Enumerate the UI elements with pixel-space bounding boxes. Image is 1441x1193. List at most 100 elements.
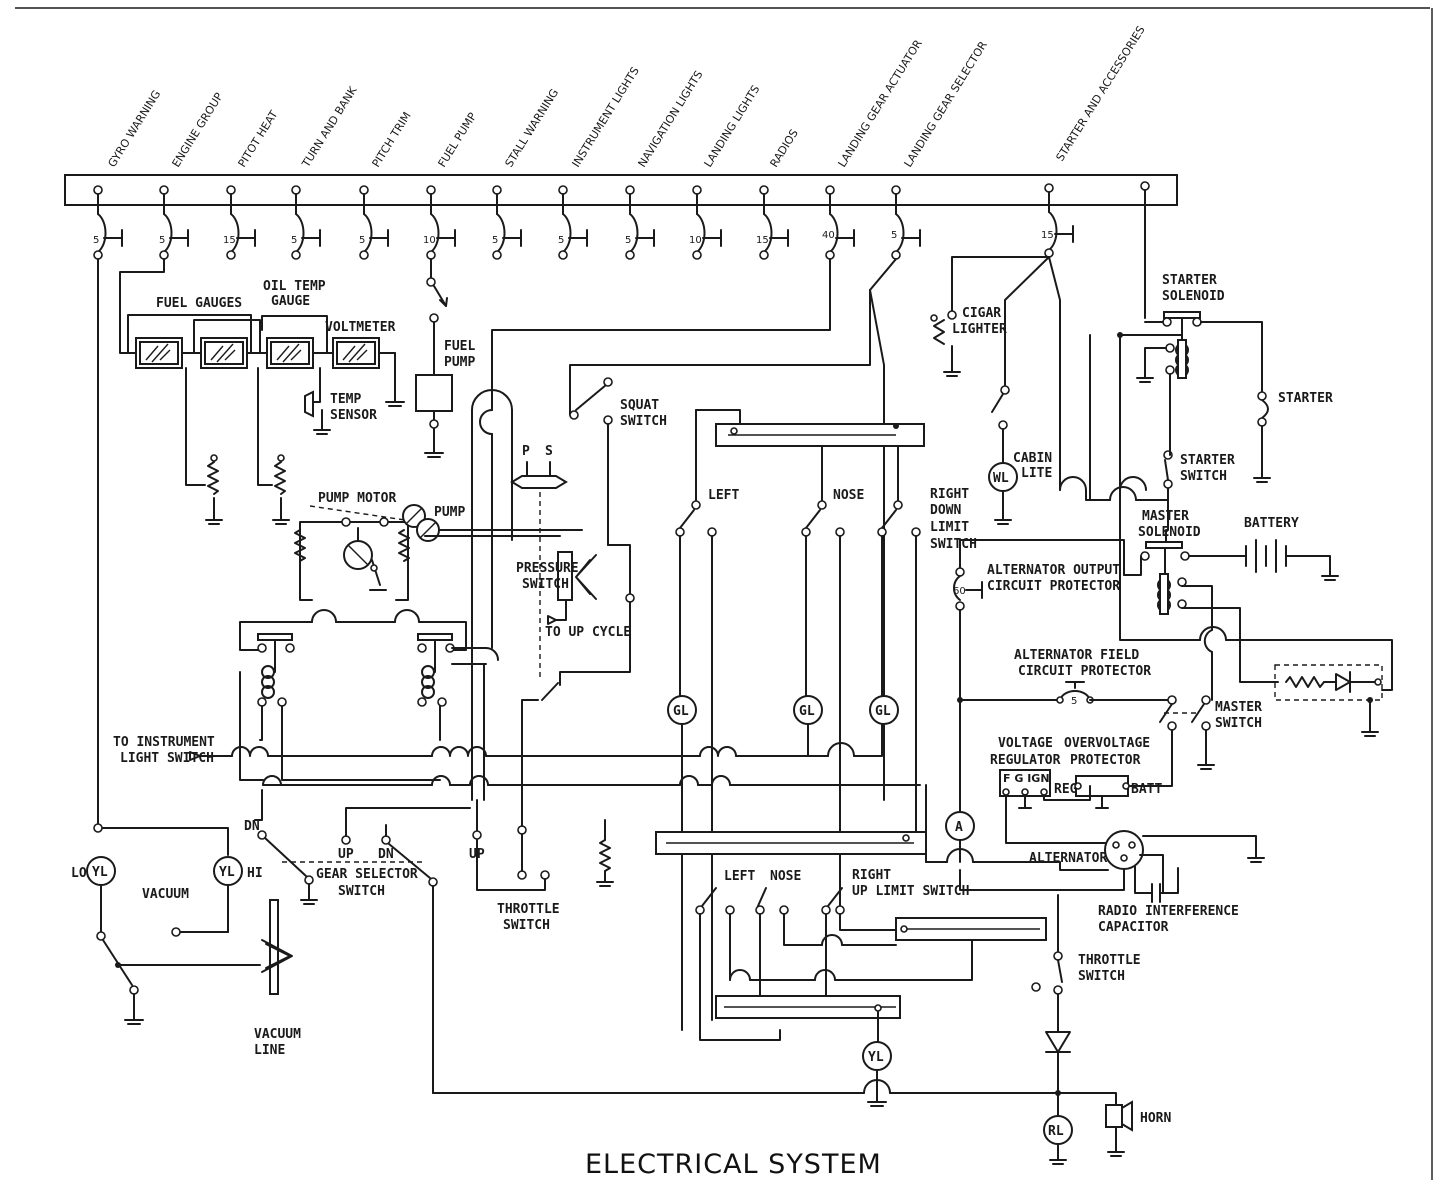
breaker-rating: 40 (822, 230, 835, 241)
temp-sensor-label: TEMP (330, 392, 361, 407)
radio-capacitor-label: RADIO INTERFERENCE (1098, 904, 1239, 919)
right-down-label: RIGHT (930, 487, 969, 502)
temp-sensor (304, 390, 314, 418)
nose-up-label: NOSE (770, 869, 801, 884)
gear-control-wiring: SQUAT SWITCH P S PRESSURE SWITCH TO UP C… (471, 258, 897, 801)
vreg-label-2: REGULATOR (990, 753, 1061, 768)
gear-relay-right-coil (421, 665, 435, 699)
breaker-rating: 15 (1041, 230, 1054, 241)
cigar-lighter-label: CIGAR (962, 306, 1001, 321)
voltmeter-label: VOLTMETER (325, 320, 396, 335)
starter-solenoid-label: STARTER (1162, 273, 1217, 288)
diagram-title: ELECTRICAL SYSTEM (585, 1149, 882, 1180)
gear-limit-switches: LEFT NOSE RIGHT DOWN LIMIT SWITCH GL GL … (596, 409, 1047, 1107)
bus-label: LANDING LIGHTS (702, 83, 763, 170)
gear-selector-circuit: DN UP DN GEAR SELECTOR SWITCH (244, 789, 1059, 1094)
master-solenoid-label-2: SOLENOID (1138, 525, 1201, 540)
nose-down-label: NOSE (833, 488, 864, 503)
vacuum-line-label: VACUUM (254, 1027, 301, 1042)
breaker-rating: 10 (423, 235, 436, 246)
to-up-cycle-label: TO UP CYCLE (545, 625, 631, 640)
gear-selector-label: GEAR SELECTOR (316, 867, 418, 882)
breaker-rating: 5 (891, 230, 897, 241)
bus-circuits: GYRO WARNING 5 ENGINE GROUP 5 PITOT HEAT… (93, 24, 1150, 260)
temp-sensor-label-2: SENSOR (330, 408, 377, 423)
breaker-rating: 5 (359, 235, 365, 246)
wl-text: WL (993, 471, 1009, 486)
breaker-rating: 15 (223, 235, 236, 246)
vacuum-line-label-2: LINE (254, 1043, 285, 1058)
pump-motor-circuit: PUMP MOTOR PUMP (294, 491, 583, 601)
vacuum-circuit: YL LO YL HI VACUUM VACUUM LINE (71, 258, 301, 1058)
bus-feed-terminal (1140, 181, 1150, 191)
breaker-rating: 15 (756, 235, 769, 246)
dn-label: DN (378, 847, 394, 862)
oil-temp-label-2: GAUGE (271, 294, 310, 309)
horn-diode (1045, 1031, 1071, 1053)
right-down-label-3: LIMIT (930, 520, 969, 535)
pump-motor-label: PUMP MOTOR (318, 491, 396, 506)
alternator-circuit: 60 ALTERNATOR OUTPUT CIRCUIT PROTECTOR 5… (925, 539, 1265, 1165)
ovp-label-2: PROTECTOR (1070, 753, 1141, 768)
breaker-rating: 5 (625, 235, 631, 246)
instrument-light-run: TO INSTRUMENT LIGHT SWITCH (113, 721, 921, 786)
gear-selector-label-2: SWITCH (338, 884, 385, 899)
pressure-switch (557, 551, 573, 601)
up-label: UP (338, 847, 354, 862)
gear-relays (239, 609, 487, 781)
starter-solenoid-label-2: SOLENOID (1162, 289, 1225, 304)
pressure-switch-label-2: SWITCH (522, 577, 569, 592)
squat-switch-label-2: SWITCH (620, 414, 667, 429)
vacuum-label: VACUUM (142, 887, 189, 902)
radio-capacitor-label-2: CAPACITOR (1098, 920, 1169, 935)
throttle-label-2: SWITCH (503, 918, 550, 933)
breaker-rating: 5 (93, 235, 99, 246)
bus-label: INSTRUMENT LIGHTS (570, 65, 642, 170)
pressure-switch-label: PRESSURE (516, 561, 579, 576)
bus-label: STALL WARNING (503, 87, 562, 170)
starter-switch-label-2: SWITCH (1180, 469, 1227, 484)
throttle-right-label: THROTTLE (1078, 953, 1141, 968)
circuit-turn-and-bank: TURN AND BANK 5 (291, 84, 360, 260)
to-instrument-label: TO INSTRUMENT (113, 735, 215, 750)
master-solenoid-contact (1145, 541, 1183, 549)
throttle-switch-left: UP THROTTLE SWITCH (469, 699, 560, 933)
battery-label: BATTERY (1244, 516, 1299, 531)
cabin-lite-label: CABIN (1013, 451, 1052, 466)
alt-field-label: ALTERNATOR FIELD (1014, 648, 1139, 663)
horn (1105, 1104, 1123, 1128)
starter-label: STARTER (1278, 391, 1333, 406)
circuit-landing-lights: LANDING LIGHTS 10 (689, 83, 763, 260)
alt-field-rating: 5 (1071, 696, 1077, 707)
rl-text: RL (1048, 1124, 1064, 1139)
cigar-lighter-label-2: LIGHTER (952, 322, 1007, 337)
circuit-starter-and-accessories: STARTER AND ACCESSORIES 15 (1041, 24, 1148, 258)
horn-label: HORN (1140, 1111, 1171, 1126)
breaker-rating: 10 (689, 235, 702, 246)
ammeter-text: A (955, 820, 963, 835)
yl-hi-text: YL (219, 865, 235, 880)
right-up-label: RIGHT (852, 868, 891, 883)
alternator-label: ALTERNATOR (1029, 851, 1107, 866)
cabin-lite-label-2: LITE (1021, 466, 1052, 481)
master-switch-label-2: SWITCH (1215, 716, 1262, 731)
alt-field-label-2: CIRCUIT PROTECTOR (1018, 664, 1151, 679)
to-instrument-label-2: LIGHT SWITCH (120, 751, 214, 766)
batt-label: BATT (1131, 782, 1162, 797)
bus-label: GYRO WARNING (106, 88, 164, 170)
p-label: P (522, 444, 530, 459)
pump-label: PUMP (434, 505, 465, 520)
oil-temp-label: OIL TEMP (263, 279, 326, 294)
master-solenoid-label: MASTER (1142, 509, 1189, 524)
bus-label: PITOT HEAT (236, 108, 281, 169)
gl-right-text: GL (875, 704, 891, 719)
s-label: S (545, 444, 553, 459)
circuit-instrument-lights: INSTRUMENT LIGHTS 5 (558, 65, 642, 260)
bus-label: PITCH TRIM (370, 110, 414, 170)
engine-instruments: FUEL GAUGES OIL TEMP GAUGE VOLTMETER TEM… (119, 258, 405, 525)
bus-label: TURN AND BANK (299, 84, 360, 171)
bus-label: ENGINE GROUP (170, 90, 226, 169)
breaker-rating: 5 (159, 235, 165, 246)
circuit-navigation-lights: NAVIGATION LIGHTS 5 (625, 68, 705, 260)
